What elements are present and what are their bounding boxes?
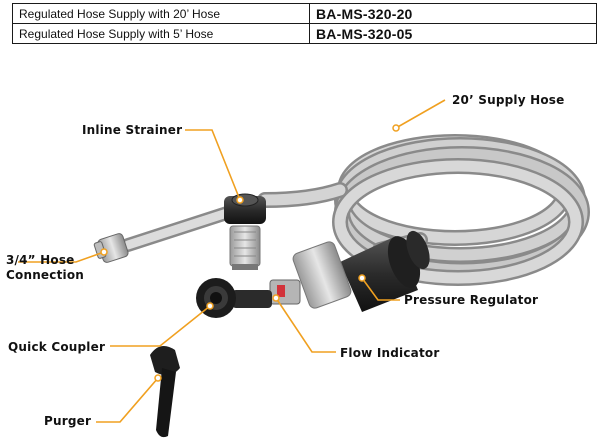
supply-hose-coil — [257, 134, 590, 286]
callout-hose-connection-line1: 3/4” Hose — [6, 253, 75, 267]
callout-supply-hose: 20’ Supply Hose — [452, 93, 565, 107]
callout-flow-indicator: Flow Indicator — [340, 346, 440, 360]
leader-dots — [100, 124, 400, 382]
product-table: Regulated Hose Supply with 20’ Hose BA-M… — [12, 3, 597, 44]
callout-purger: Purger — [44, 414, 92, 428]
callout-inline-strainer: Inline Strainer — [82, 123, 183, 137]
purger — [150, 346, 180, 438]
hose-connection-fitting — [93, 233, 129, 263]
product-description: Regulated Hose Supply with 5’ Hose — [12, 23, 310, 44]
inline-strainer — [224, 193, 266, 270]
pressure-regulator — [292, 230, 430, 312]
leader-lines — [18, 99, 446, 423]
quick-coupler — [196, 278, 272, 318]
part-number: BA-MS-320-05 — [309, 23, 597, 44]
lead-hose — [121, 205, 237, 252]
callout-hose-connection-line2: Connection — [6, 268, 85, 282]
callout-quick-coupler: Quick Coupler — [8, 340, 106, 354]
callout-pressure-regulator: Pressure Regulator — [404, 293, 539, 307]
table-row: Regulated Hose Supply with 5’ Hose BA-MS… — [12, 23, 597, 44]
